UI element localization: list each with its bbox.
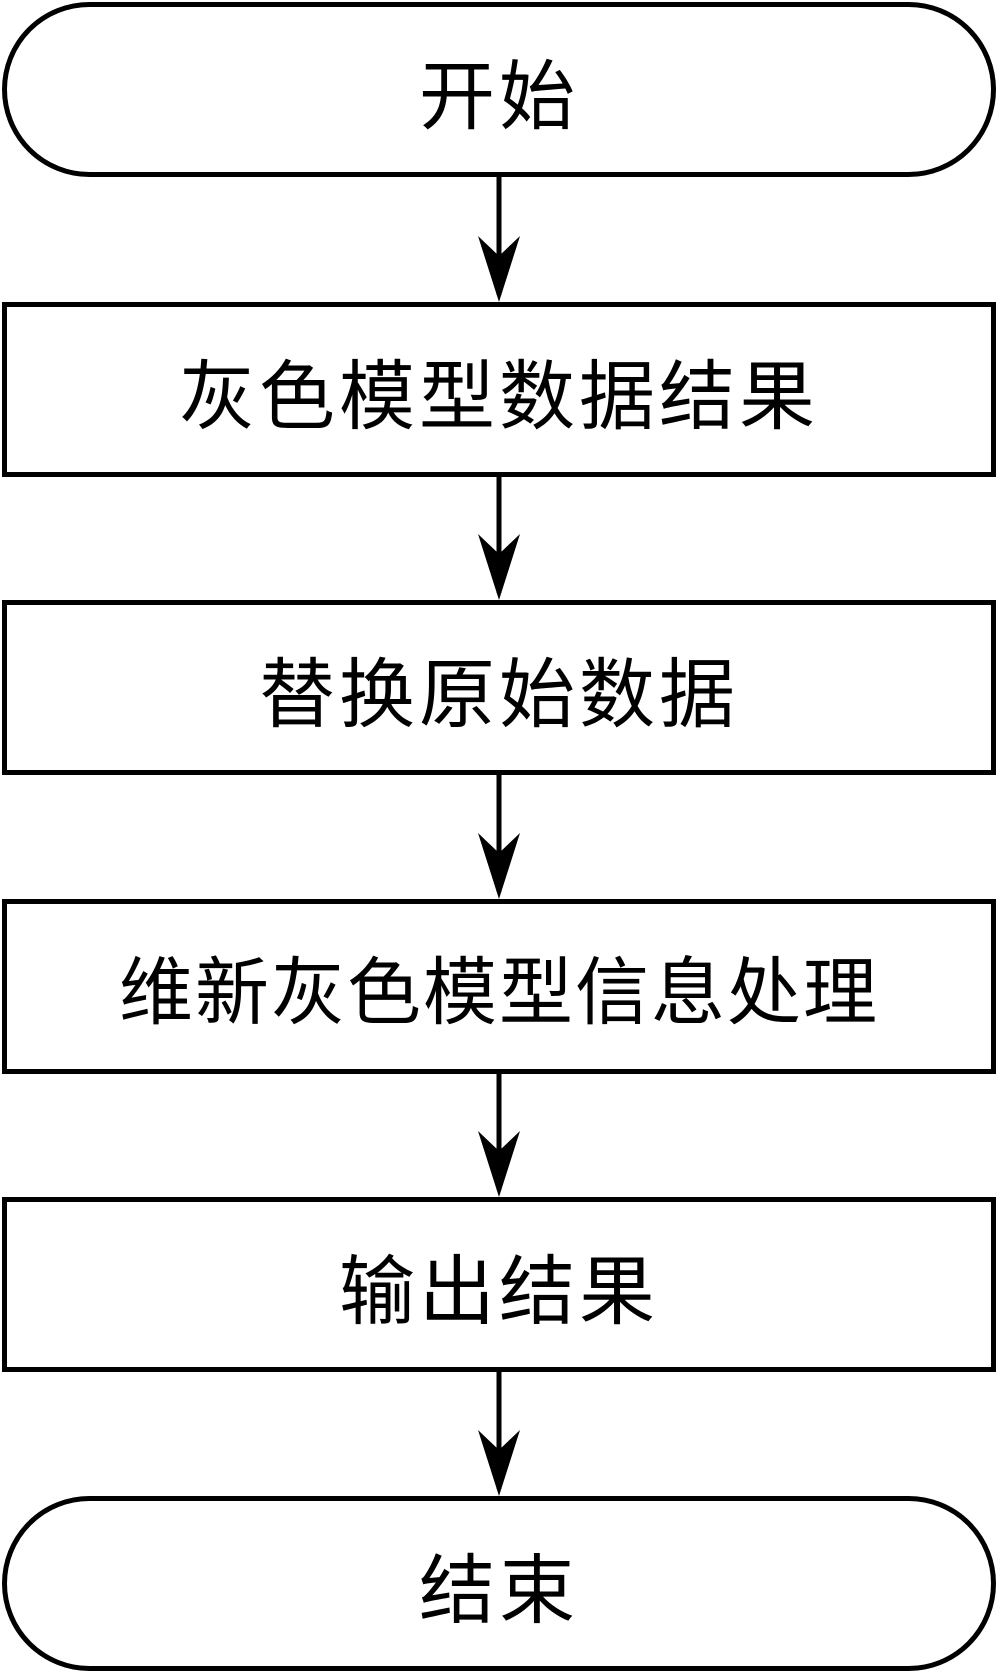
- end-label: 结束: [419, 1545, 579, 1635]
- process-output-result-label: 输出结果: [339, 1246, 659, 1336]
- start-label: 开始: [419, 51, 579, 141]
- process-gray-model-result-label: 灰色模型数据结果: [179, 351, 819, 441]
- process-gray-model-result: 灰色模型数据结果: [2, 302, 996, 477]
- process-replace-original-data-label: 替换原始数据: [259, 649, 739, 739]
- arrow-start-to-step1: [478, 177, 520, 302]
- process-replace-original-data: 替换原始数据: [2, 600, 996, 775]
- process-gray-model-info-processing: 维新灰色模型信息处理: [2, 899, 996, 1074]
- end-terminal: 结束: [2, 1496, 996, 1671]
- process-gray-model-info-processing-label: 维新灰色模型信息处理: [119, 950, 879, 1036]
- start-terminal: 开始: [2, 2, 996, 177]
- arrow-step1-to-step2: [478, 477, 520, 600]
- arrow-step4-to-end: [478, 1372, 520, 1496]
- process-output-result: 输出结果: [2, 1197, 996, 1372]
- arrow-step3-to-step4: [478, 1074, 520, 1197]
- arrow-step2-to-step3: [478, 775, 520, 899]
